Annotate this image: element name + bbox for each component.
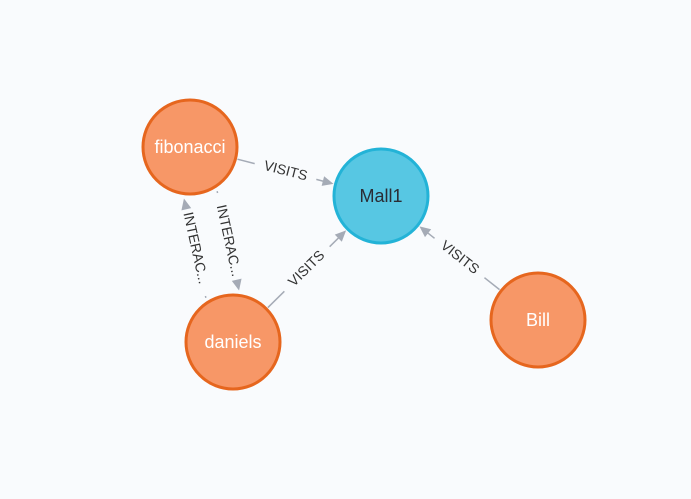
node-fibonacci[interactable]: fibonacci — [141, 98, 239, 196]
arrowhead-icon — [321, 176, 334, 186]
arrowhead-icon — [419, 226, 432, 238]
relationship-line[interactable] — [316, 178, 325, 183]
relationship-label: VISITS — [262, 157, 309, 184]
relationship-line[interactable] — [483, 277, 501, 291]
relationship-label: VISITS — [438, 237, 483, 277]
relationship-daniels-fibonacci[interactable]: INTERAC... — [180, 198, 212, 298]
node-circle[interactable] — [141, 98, 239, 196]
arrowhead-icon — [181, 198, 192, 211]
relationship-label: VISITS — [285, 247, 328, 290]
arrowhead-icon — [231, 278, 242, 291]
node-circle[interactable] — [332, 147, 430, 245]
relationship-bill-mall1[interactable]: VISITS — [419, 226, 501, 291]
node-daniels[interactable]: daniels — [184, 293, 282, 391]
relationship-line[interactable] — [426, 231, 436, 239]
relationship-label: INTERAC... — [180, 210, 211, 285]
relationship-label: INTERAC... — [214, 203, 245, 278]
relationship-fibonacci-daniels[interactable]: INTERAC... — [214, 191, 245, 291]
relationship-daniels-mall1[interactable]: VISITS — [267, 230, 347, 309]
arrowhead-icon — [334, 230, 347, 242]
node-circle[interactable] — [489, 271, 587, 369]
node-circle[interactable] — [184, 293, 282, 391]
relationship-line[interactable] — [267, 290, 285, 309]
node-mall1[interactable]: Mall1 — [332, 147, 430, 245]
relationship-line[interactable] — [237, 158, 255, 165]
relationship-fibonacci-mall1[interactable]: VISITS — [237, 157, 334, 186]
relationship-line[interactable] — [329, 236, 340, 248]
node-bill[interactable]: Bill — [489, 271, 587, 369]
